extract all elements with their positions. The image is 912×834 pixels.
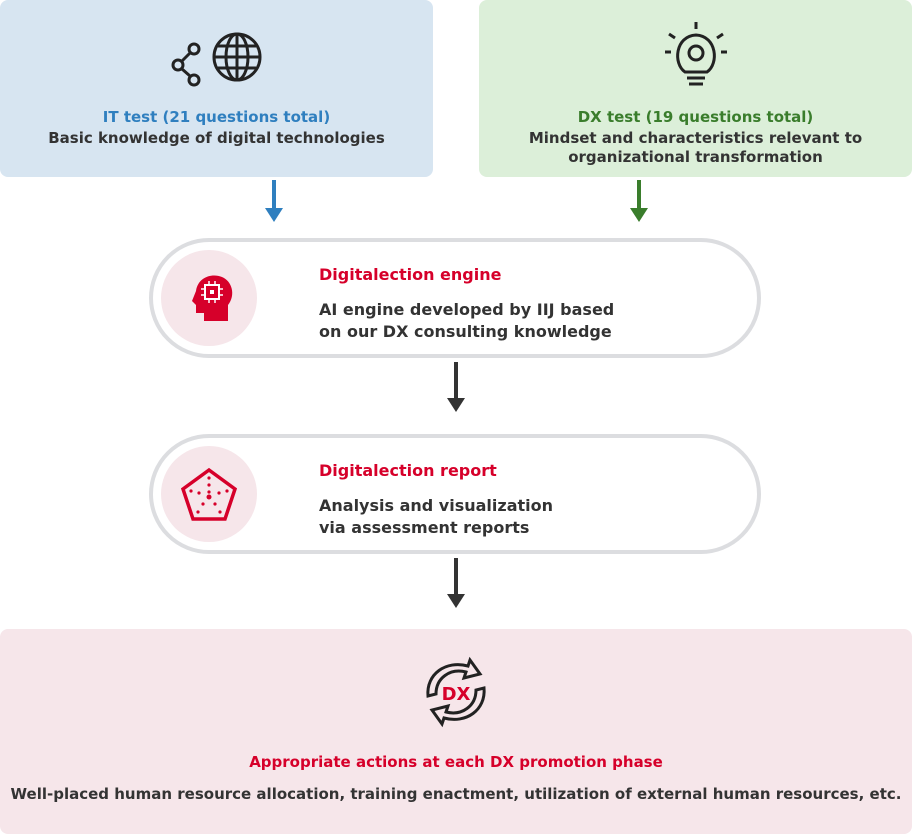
actions-title: Appropriate actions at each DX promotion… [249, 753, 663, 771]
dx-icon-text: DX [442, 684, 471, 705]
dx-cycle-icon: DX [426, 656, 486, 728]
share-icon [171, 42, 201, 87]
arrow-down-icon [447, 362, 465, 412]
dx-test-box: DX test (19 questions total) Mindset and… [479, 0, 912, 177]
arrow-down-icon [265, 180, 283, 222]
it-test-title: IT test (21 questions total) [102, 108, 331, 126]
dx-test-title: DX test (19 questions total) [577, 108, 814, 126]
radar-chart-icon [180, 467, 238, 521]
it-test-box: IT test (21 questions total) Basic knowl… [0, 0, 433, 177]
report-icon-circle [161, 446, 257, 542]
globe-icon [212, 32, 262, 82]
arrow-down-icon [630, 180, 648, 222]
engine-title: Digitalection engine [319, 265, 502, 284]
lightbulb-gear-icon [665, 22, 727, 86]
report-pill: Digitalection report Analysis and visual… [149, 434, 761, 554]
actions-box: DX Appropriate actions at each DX promot… [0, 629, 912, 834]
report-desc-line2: via assessment reports [319, 518, 530, 537]
engine-icon-circle [161, 250, 257, 346]
arrow-down-icon [447, 558, 465, 608]
engine-desc-line2: on our DX consulting knowledge [319, 322, 612, 341]
report-desc-line1: Analysis and visualization [319, 496, 554, 515]
dx-test-desc-line1: Mindset and characteristics relevant to [528, 129, 863, 147]
dx-test-desc-line2: organizational transformation [568, 148, 823, 166]
engine-desc-line1: AI engine developed by IIJ based [319, 300, 615, 319]
engine-pill: Digitalection engine AI engine developed… [149, 238, 761, 358]
report-title: Digitalection report [319, 461, 497, 480]
actions-desc: Well-placed human resource allocation, t… [10, 785, 902, 803]
ai-head-icon [192, 275, 233, 321]
it-test-desc: Basic knowledge of digital technologies [48, 129, 385, 147]
